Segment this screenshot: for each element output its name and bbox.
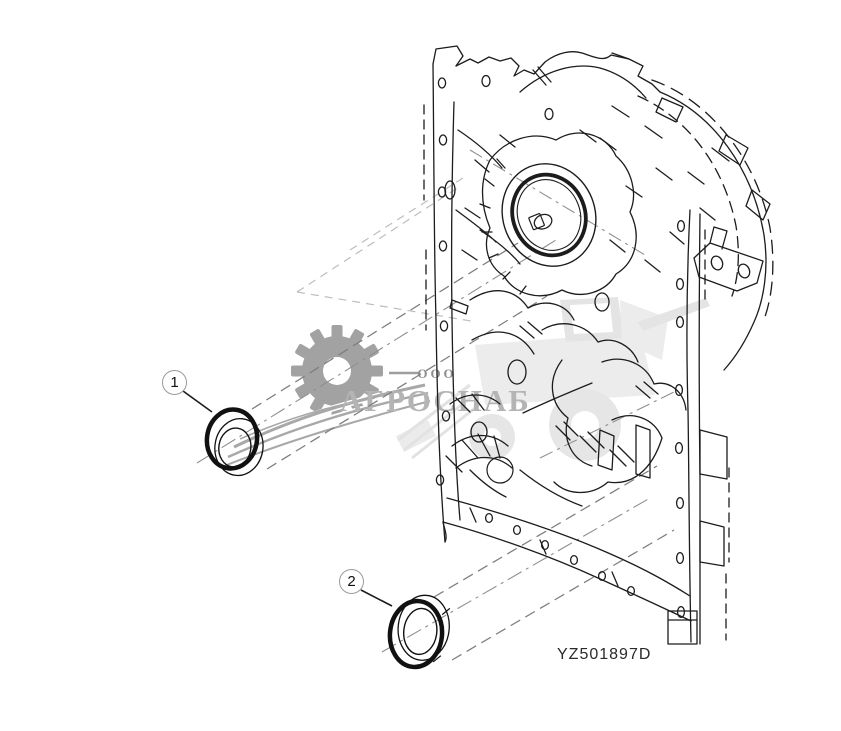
figure-code: YZ501897D bbox=[557, 646, 652, 663]
leader-lines bbox=[182, 390, 393, 607]
part-2-bushing bbox=[387, 594, 451, 670]
watermark-org-form: ООО bbox=[417, 366, 456, 381]
callout-2[interactable]: 2 bbox=[339, 569, 364, 594]
part-1-bushing bbox=[204, 407, 264, 477]
callout-2-number: 2 bbox=[347, 573, 356, 590]
projection-lines bbox=[196, 149, 679, 661]
callout-1[interactable]: 1 bbox=[162, 370, 187, 395]
tractor-icon bbox=[396, 297, 710, 461]
callout-1-number: 1 bbox=[170, 374, 179, 391]
housing-drawing bbox=[423, 45, 774, 645]
watermark-company: АГРОСНАБ bbox=[340, 383, 531, 418]
